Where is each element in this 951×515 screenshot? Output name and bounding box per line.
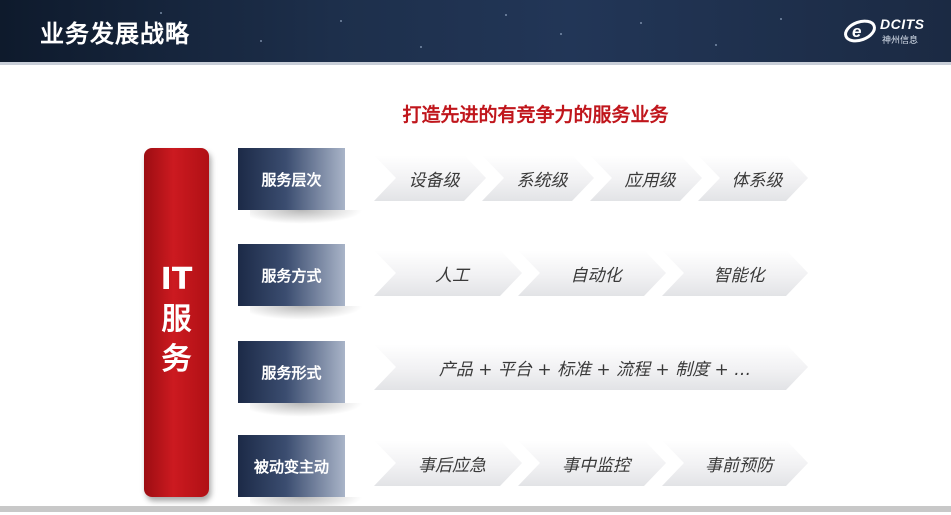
it-label-line: 服 (161, 302, 192, 337)
it-service-label: IT 服 务 (144, 260, 209, 380)
chevron-item: 事前预防 (662, 440, 808, 486)
chevron-label: 系统级 (516, 170, 568, 191)
chevron-item: 智能化 (662, 250, 808, 296)
chevron-label: 自动化 (570, 265, 622, 286)
page-title: 业务发展战略 (40, 20, 190, 48)
logo-swirl-icon: e (844, 19, 876, 43)
chevron-label: 人工 (435, 265, 469, 286)
chevron-label: 应用级 (624, 170, 676, 191)
it-service-bar: IT 服 务 (144, 148, 209, 497)
chevron-item: 体系级 (698, 155, 808, 201)
chevron-item: 事中监控 (518, 440, 666, 486)
header-banner: 业务发展战略 e DCITS 神州信息 (0, 0, 951, 62)
chevron-item: 产品 + 平台 + 标准 + 流程 + 制度 + … (374, 344, 808, 390)
footer-divider (0, 506, 951, 512)
chevron-label: 体系级 (731, 170, 783, 191)
chevron-item: 人工 (374, 250, 522, 296)
row-label-service-level: 服务层次 (238, 148, 363, 224)
svg-text:e: e (852, 22, 861, 41)
chevron-label: 事前预防 (705, 455, 773, 476)
chevron-label: 事中监控 (562, 455, 630, 476)
it-label-line: IT (160, 262, 193, 297)
logo-text: DCITS (880, 16, 925, 32)
chevron-item: 系统级 (482, 155, 594, 201)
row-label-service-mode: 服务方式 (238, 244, 363, 320)
chevron-item: 事后应急 (374, 440, 522, 486)
chevron-label: 智能化 (713, 265, 765, 286)
logo-subtext: 神州信息 (882, 36, 919, 46)
chevron-item: 设备级 (374, 155, 486, 201)
dcits-logo: e DCITS 神州信息 (842, 16, 932, 48)
chevron-item: 自动化 (518, 250, 666, 296)
header-divider (0, 62, 951, 65)
chevron-item: 应用级 (590, 155, 702, 201)
chevron-label: 事后应急 (418, 455, 486, 476)
it-label-line: 务 (161, 342, 192, 377)
slide-subtitle: 打造先进的有竞争力的服务业务 (402, 104, 669, 126)
row-label-service-form: 服务形式 (238, 341, 363, 417)
row-label-passive-to-active: 被动变主动 (238, 435, 363, 511)
chevron-label: 产品 + 平台 + 标准 + 流程 + 制度 + … (438, 359, 752, 380)
chevron-label: 设备级 (408, 170, 460, 191)
